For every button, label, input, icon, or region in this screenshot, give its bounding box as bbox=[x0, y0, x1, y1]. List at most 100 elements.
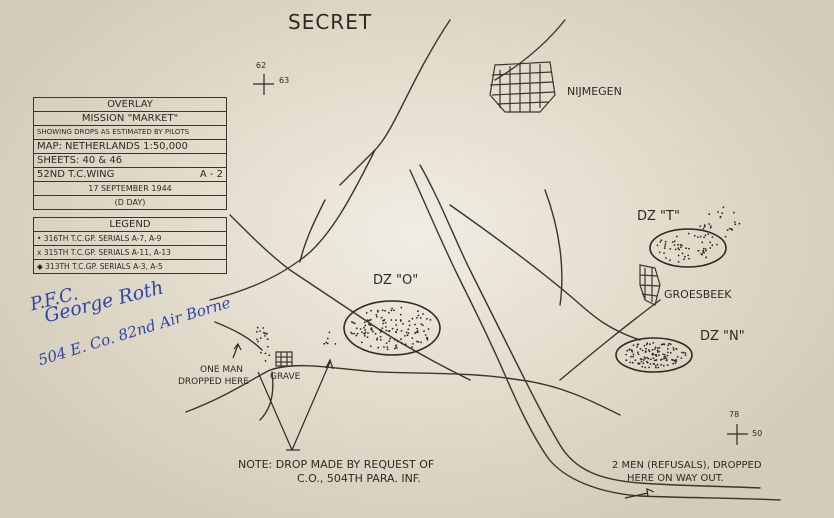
dz-o-drop-dot bbox=[421, 324, 424, 327]
dz-t-drop-dot bbox=[704, 248, 707, 250]
dz-n-drop-dot bbox=[663, 343, 666, 345]
dz-o-drop-dot bbox=[393, 309, 395, 312]
dz-n-drop-dot bbox=[639, 348, 642, 350]
dz-o-label: DZ "O" bbox=[373, 273, 419, 288]
dz-t-drop-dot bbox=[709, 241, 711, 244]
overlay-sheets: SHEETS: 40 & 46 bbox=[34, 154, 226, 168]
dz-n-drop-dot bbox=[658, 354, 660, 357]
dz-t-drop-dot bbox=[671, 241, 674, 244]
dz-n-label: DZ "N" bbox=[700, 329, 745, 344]
dz-t-drop-dot bbox=[664, 240, 667, 243]
dz-o-drop-dot bbox=[383, 346, 385, 348]
dz-t-drop-dot bbox=[728, 227, 731, 230]
overlay-map: MAP: NETHERLANDS 1:50,000 bbox=[34, 140, 226, 154]
dz-o-drop-dot bbox=[377, 346, 380, 349]
legend-item: ◆ 313TH T.C.GP. SERIALS A-3, A-5 bbox=[37, 262, 163, 271]
dz-t-drop-dot bbox=[726, 229, 729, 232]
dz-o-drop-dot bbox=[417, 310, 419, 313]
dz-o-drop-dot bbox=[427, 328, 430, 330]
dz-o-drop-dot bbox=[390, 309, 393, 312]
stray-drop-dot bbox=[265, 333, 268, 335]
dz-o-drop-dot bbox=[422, 313, 424, 315]
dz-o-drop-dot bbox=[391, 327, 394, 330]
dz-n-drop-dot bbox=[656, 363, 659, 366]
dz-t-drop-dot bbox=[703, 225, 706, 228]
dz-n-drop-dot bbox=[684, 354, 687, 357]
dz-t-drop-dot bbox=[675, 235, 678, 238]
one-man-label-2: DROPPED HERE bbox=[178, 377, 249, 387]
dz-n-drop-dot bbox=[650, 358, 652, 361]
dz-o-drop-dot bbox=[400, 342, 403, 345]
dz-t-drop-dot bbox=[681, 252, 684, 255]
dz-n-drop-dot bbox=[666, 359, 668, 361]
overlay-wing: 52ND T.C.WING bbox=[37, 169, 115, 180]
dz-t-drop-dot bbox=[722, 206, 725, 209]
road-east bbox=[449, 204, 641, 341]
dz-o-drop-dot bbox=[393, 347, 396, 350]
canal-maas-bank bbox=[409, 169, 781, 501]
dz-o-drop-dot bbox=[411, 346, 413, 349]
dz-n-drop-dot bbox=[669, 351, 672, 354]
stray-drop-dot bbox=[264, 352, 267, 355]
dz-o-drop-dot bbox=[396, 340, 399, 343]
dz-o-drop-dot bbox=[416, 327, 419, 330]
dz-o-drop-dot bbox=[404, 343, 407, 346]
dz-o-drop-dot bbox=[411, 337, 414, 339]
dz-t-drop-dot bbox=[699, 235, 702, 238]
stray-drop-dot bbox=[256, 326, 259, 329]
dz-o-drop-dot bbox=[355, 327, 358, 330]
dz-n-drop-dot bbox=[631, 361, 634, 364]
dz-n-drop-dot bbox=[642, 362, 645, 365]
dz-t-drop-dot bbox=[703, 251, 705, 254]
dz-o-drop-dot bbox=[376, 338, 378, 341]
dz-o-drop-dot bbox=[376, 337, 379, 340]
dz-n-drop-dot bbox=[656, 347, 659, 350]
dz-o-drop-dot bbox=[374, 332, 377, 335]
dz-n-drop-dot bbox=[666, 364, 669, 367]
dz-o-drop-dot bbox=[399, 319, 402, 321]
dz-o-drop-dot bbox=[363, 335, 366, 337]
dz-n-drop-dot bbox=[628, 349, 631, 351]
dz-o-drop-dot bbox=[400, 306, 403, 309]
dz-o-drop-dot bbox=[423, 330, 425, 332]
dz-o-drop-dot bbox=[368, 323, 370, 326]
dz-n-drop-dot bbox=[656, 351, 659, 353]
refusals-line-2: HERE ON WAY OUT. bbox=[627, 473, 724, 484]
dz-t-drop-dot bbox=[716, 243, 718, 246]
dz-n-drop-dot bbox=[646, 356, 648, 359]
dz-o-drop-dot bbox=[353, 332, 356, 335]
dz-n-drop-dot bbox=[680, 357, 683, 359]
dz-o-drop-dot bbox=[375, 313, 378, 316]
dz-o-drop-dot bbox=[350, 331, 352, 334]
dz-n-drop-dot bbox=[672, 362, 675, 365]
dz-n-drop-dot bbox=[668, 342, 670, 345]
dz-o-drop-dot bbox=[352, 321, 355, 324]
dz-n-drop-dot bbox=[674, 362, 677, 364]
dz-o-drop-dot bbox=[365, 312, 368, 314]
dz-o-drop-dot bbox=[387, 330, 390, 333]
overlay-day: (D DAY) bbox=[114, 198, 146, 207]
dz-t-drop-dot bbox=[678, 248, 681, 251]
grid-ref-se-b: 50 bbox=[752, 429, 763, 438]
legend-item: • 316TH T.C.GP. SERIALS A-7, A-9 bbox=[34, 232, 226, 246]
dz-t-drop-dot bbox=[673, 244, 676, 247]
place-grave: GRAVE bbox=[270, 372, 301, 382]
dz-n-drop-dot bbox=[644, 357, 646, 360]
stray-drop-dot bbox=[259, 330, 261, 332]
dz-o-drop-dot bbox=[353, 322, 356, 325]
dz-n-drop-dot bbox=[662, 353, 664, 356]
dz-n-drop-dot bbox=[653, 363, 656, 365]
dz-t-drop-dot bbox=[683, 258, 685, 261]
dz-t-drop-dot bbox=[674, 248, 677, 251]
dz-o-drop-dot bbox=[402, 322, 404, 325]
place-groesbeek: GROESBEEK bbox=[664, 288, 732, 301]
dz-o-drop-dot bbox=[361, 331, 363, 334]
dz-n-drop-dot bbox=[630, 349, 633, 351]
river-waal bbox=[339, 19, 451, 186]
overlay-box: OVERLAY MISSION "MARKET" SHOWING DROPS A… bbox=[33, 97, 227, 210]
dz-o-drop-dot bbox=[399, 313, 402, 316]
dz-t-drop-dot bbox=[705, 249, 707, 252]
dz-t-drop-dot bbox=[703, 236, 705, 239]
dz-o-drop-dot bbox=[351, 321, 353, 323]
dz-n-drop-dot bbox=[675, 360, 678, 363]
